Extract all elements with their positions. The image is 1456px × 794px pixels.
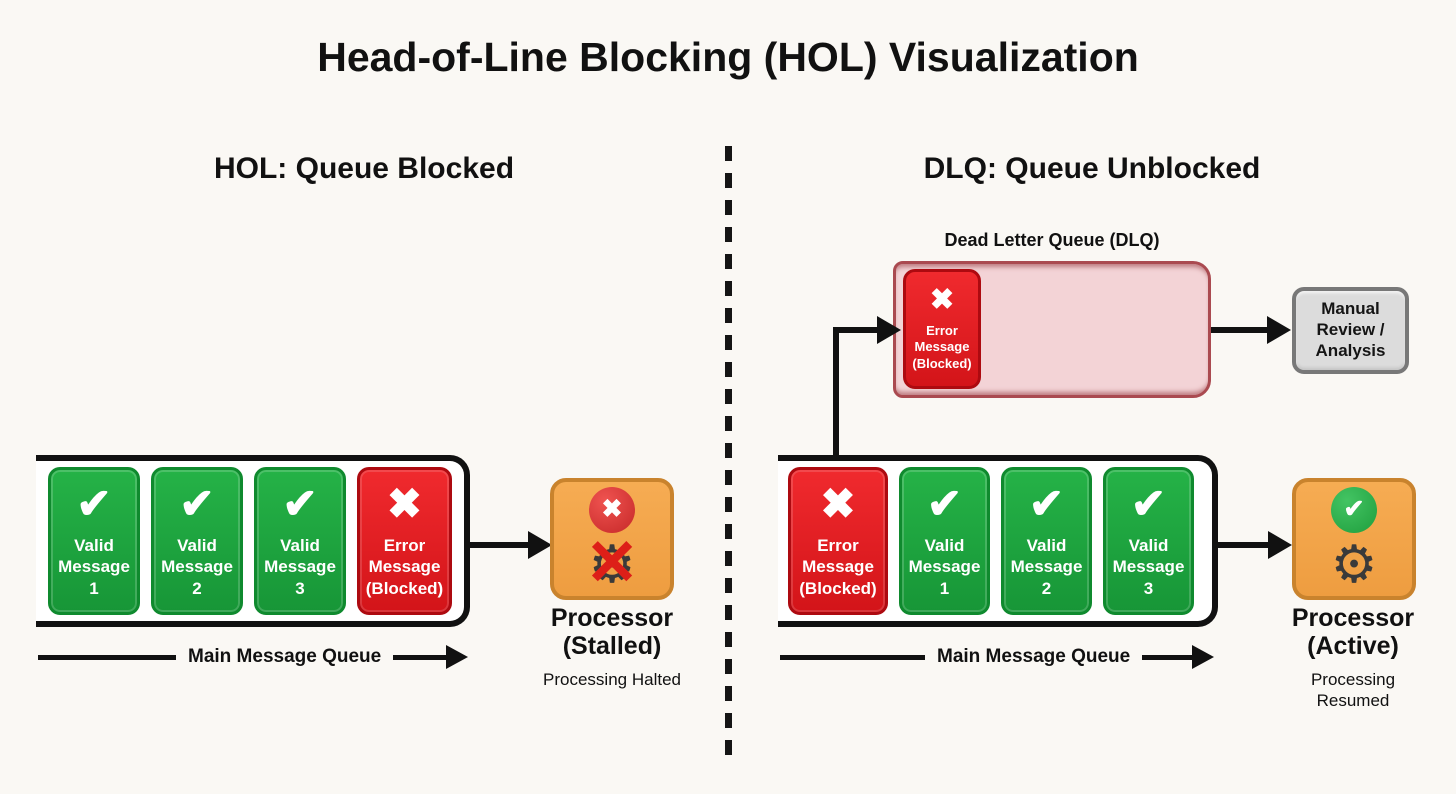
arrow-right-icon bbox=[393, 645, 468, 669]
card-label: Valid Message 2 bbox=[161, 536, 233, 598]
dlq-to-review-arrowhead bbox=[1267, 316, 1291, 344]
dlq-label: Dead Letter Queue (DLQ) bbox=[944, 230, 1160, 250]
left-main-queue-container: ✔ Valid Message 1 ✔ Valid Message 2 ✔ Va… bbox=[36, 455, 470, 627]
queue-to-processor-arrow-line bbox=[1218, 542, 1274, 548]
red-cross-overlay-icon: ✕ bbox=[585, 525, 639, 598]
check-icon: ✔ bbox=[1130, 480, 1167, 528]
check-icon: ✔ bbox=[926, 480, 963, 528]
queue-card-valid-1: ✔ Valid Message 1 bbox=[48, 467, 140, 615]
check-icon: ✔ bbox=[76, 480, 112, 528]
queue-card-valid-2: ✔ Valid Message 2 bbox=[1001, 467, 1092, 615]
cross-icon: ✖ bbox=[929, 284, 955, 317]
arrowhead-icon bbox=[446, 645, 468, 669]
cross-icon: ✖ bbox=[386, 480, 423, 528]
queue-card-error-blocked: ✖ Error Message (Blocked) bbox=[788, 467, 888, 615]
processor-state: (Stalled) bbox=[562, 632, 662, 660]
queue-to-processor-arrowhead bbox=[528, 531, 552, 559]
arrow-line bbox=[393, 654, 446, 660]
panel-divider-dashed-line bbox=[725, 146, 732, 758]
error-to-dlq-arrow-vertical bbox=[833, 327, 839, 461]
queue-card-error-blocked: ✖ Error Message (Blocked) bbox=[357, 467, 452, 615]
stalled-gear-icon: ⚙ ✕ bbox=[585, 530, 639, 594]
processor-name: Processor bbox=[1291, 604, 1415, 632]
dlq-error-card: ✖ Error Message (Blocked) bbox=[903, 269, 981, 389]
page-title: Head-of-Line Blocking (HOL) Visualizatio… bbox=[317, 34, 1139, 80]
arrow-line bbox=[1142, 654, 1192, 660]
queue-card-valid-3: ✔ Valid Message 3 bbox=[254, 467, 346, 615]
card-label: Valid Message 3 bbox=[264, 536, 336, 598]
card-label: Valid Message 1 bbox=[908, 536, 981, 598]
card-label: Valid Message 1 bbox=[58, 536, 130, 598]
queue-card-valid-1: ✔ Valid Message 1 bbox=[899, 467, 990, 615]
line-segment bbox=[38, 654, 176, 660]
error-to-dlq-arrowhead bbox=[877, 316, 901, 344]
queue-card-valid-3: ✔ Valid Message 3 bbox=[1103, 467, 1194, 615]
processor-active-label: Processor (Active) Processing Resumed bbox=[1268, 604, 1438, 712]
error-to-dlq-arrow-horizontal bbox=[833, 327, 881, 333]
processor-name: Processor bbox=[550, 604, 674, 632]
check-icon: ✔ bbox=[1343, 495, 1365, 523]
card-label: Error Message (Blocked) bbox=[365, 536, 444, 598]
queue-to-processor-arrow-line bbox=[468, 542, 532, 548]
main-queue-label-right: Main Message Queue bbox=[780, 643, 1214, 671]
manual-review-box: Manual Review / Analysis bbox=[1292, 287, 1409, 374]
line-segment bbox=[780, 654, 925, 660]
gear-icon: ⚙ bbox=[1330, 535, 1378, 594]
processor-state: (Active) bbox=[1307, 632, 1399, 660]
arrow-right-icon bbox=[1142, 645, 1214, 669]
dlq-to-review-arrow-line bbox=[1211, 327, 1271, 333]
processor-stalled-label: Processor (Stalled) Processing Halted bbox=[527, 604, 697, 690]
gear-icon: ⚙ bbox=[588, 535, 636, 594]
card-label: Valid Message 2 bbox=[1010, 536, 1083, 598]
processor-stalled-box: ✖ ⚙ ✕ bbox=[550, 478, 674, 600]
card-label: Valid Message 3 bbox=[1112, 536, 1185, 598]
cross-icon: ✖ bbox=[601, 495, 623, 523]
card-label: Error Message (Blocked) bbox=[912, 323, 972, 371]
arrowhead-icon bbox=[1192, 645, 1214, 669]
manual-review-label: Manual Review / Analysis bbox=[1315, 299, 1386, 360]
card-label: Error Message (Blocked) bbox=[799, 536, 877, 598]
active-gear-icon: ⚙ bbox=[1331, 538, 1378, 592]
main-queue-text: Main Message Queue bbox=[937, 646, 1131, 667]
processor-caption: Processing Resumed bbox=[1310, 670, 1396, 711]
processor-active-box: ✔ ⚙ bbox=[1292, 478, 1416, 600]
check-icon: ✔ bbox=[179, 480, 215, 528]
processor-caption: Processing Halted bbox=[543, 670, 681, 689]
cross-icon: ✖ bbox=[820, 480, 856, 528]
check-icon: ✔ bbox=[282, 480, 318, 528]
check-icon: ✔ bbox=[1028, 480, 1065, 528]
left-panel-heading: HOL: Queue Blocked bbox=[213, 152, 515, 185]
main-queue-label-left: Main Message Queue bbox=[38, 643, 468, 671]
success-status-circle-icon: ✔ bbox=[1331, 486, 1377, 533]
error-status-circle-icon: ✖ bbox=[589, 486, 635, 533]
queue-to-processor-arrowhead bbox=[1268, 531, 1292, 559]
right-panel-heading: DLQ: Queue Unblocked bbox=[923, 152, 1261, 185]
main-queue-text: Main Message Queue bbox=[188, 646, 382, 667]
right-main-queue-container: ✖ Error Message (Blocked) ✔ Valid Messag… bbox=[778, 455, 1218, 627]
queue-card-valid-2: ✔ Valid Message 2 bbox=[151, 467, 243, 615]
